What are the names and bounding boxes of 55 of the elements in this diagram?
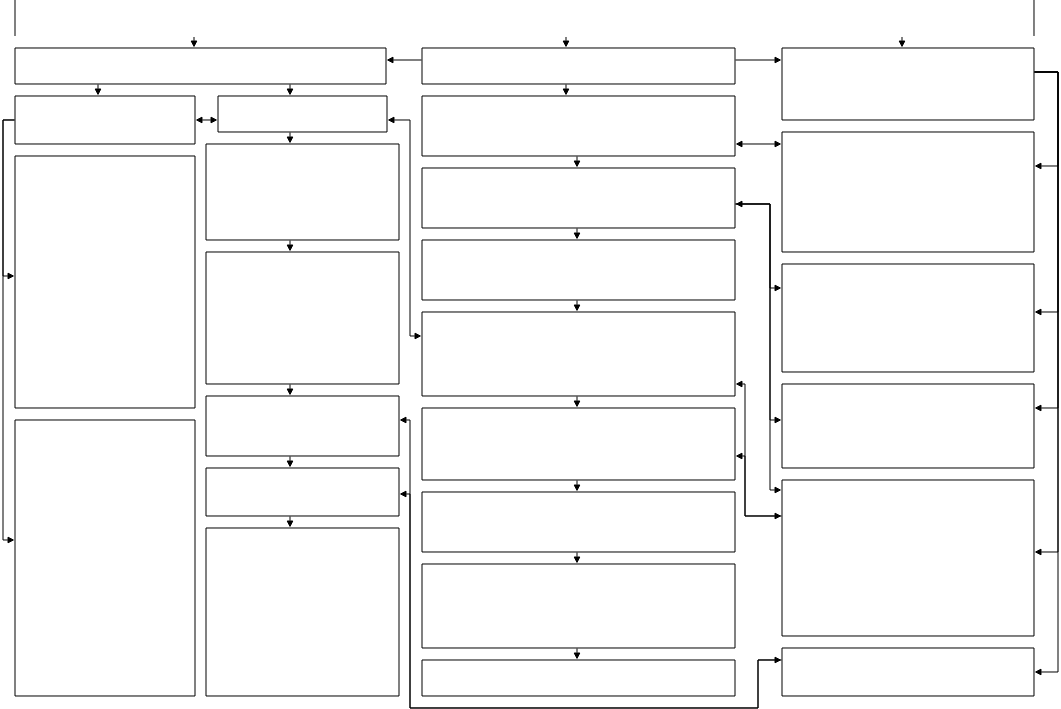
process-box — [781, 647, 1035, 697]
process-box — [421, 407, 736, 481]
process-box — [421, 167, 736, 229]
arrow — [573, 396, 581, 407]
arrow — [1034, 71, 1059, 676]
process-box — [781, 383, 1035, 469]
arrow — [573, 300, 581, 311]
process-box — [781, 47, 1035, 121]
process-box — [781, 131, 1035, 253]
arrow — [2, 119, 15, 544]
arrow — [286, 84, 294, 95]
arrow — [286, 456, 294, 467]
arrow — [286, 384, 294, 395]
arrow — [736, 452, 782, 517]
arrow — [573, 552, 581, 563]
process-box — [14, 47, 387, 85]
process-box — [205, 395, 400, 457]
process-box — [781, 263, 1035, 373]
arrow — [735, 56, 781, 64]
process-box — [205, 527, 400, 697]
process-box — [421, 239, 736, 301]
arrow — [562, 84, 570, 95]
arrow — [387, 56, 422, 64]
arrow — [573, 480, 581, 491]
arrow — [94, 84, 102, 95]
double-arrow — [388, 116, 421, 340]
double-arrow — [736, 200, 781, 292]
arrow — [735, 203, 781, 494]
process-box — [421, 311, 736, 397]
process-box — [14, 155, 196, 409]
arrow — [573, 228, 581, 239]
arrow — [898, 36, 906, 47]
arrow — [286, 132, 294, 143]
process-box — [205, 251, 400, 385]
double-arrow — [736, 380, 781, 520]
double-arrow — [736, 140, 781, 148]
arrow — [190, 36, 198, 47]
process-box — [14, 419, 196, 697]
arrow — [286, 516, 294, 527]
process-box — [421, 563, 736, 649]
arrow — [562, 36, 570, 47]
process-box — [205, 467, 400, 517]
process-box — [205, 143, 400, 241]
process-box — [217, 95, 388, 133]
arrow — [573, 156, 581, 167]
process-box — [781, 479, 1035, 637]
process-box — [421, 491, 736, 553]
process-box — [14, 95, 196, 145]
process-box — [421, 95, 736, 157]
process-box — [421, 47, 736, 85]
double-arrow — [196, 116, 217, 124]
arrow — [286, 240, 294, 251]
process-box — [421, 659, 736, 697]
arrow — [400, 490, 782, 709]
arrow — [573, 648, 581, 659]
